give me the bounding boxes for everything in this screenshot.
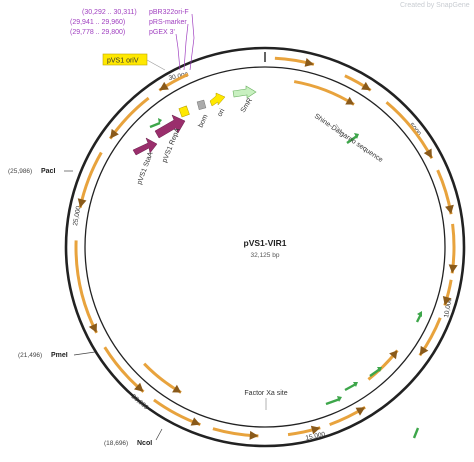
green-cds-arrow <box>412 427 420 439</box>
orf-arc <box>293 80 355 106</box>
tick-label-10000: 10,000 <box>443 297 453 318</box>
green-cds-arrows <box>149 118 423 439</box>
watermark: Created by SnapGene <box>400 2 470 9</box>
orf-arrowhead <box>445 204 454 215</box>
factor-xa-label: Factor Xa site <box>244 390 287 397</box>
primer-1-coords: (30,292 .. 30,311) <box>82 9 137 16</box>
green-cds-arrowhead <box>354 133 359 139</box>
orf-arrowhead <box>249 430 259 440</box>
orf-arrowhead <box>419 345 429 356</box>
tick-label-30000: 30,000 <box>168 72 189 82</box>
orf-arrowhead <box>310 425 321 435</box>
shine-dalgarno-label: Shine-Dalgarno sequence <box>313 113 384 164</box>
shine-dalgarno-leader <box>335 123 344 135</box>
oriv-label: pVS1 oriV <box>107 58 139 65</box>
site-ncoi-coord: (18,696) <box>104 440 128 447</box>
orf-arc <box>74 240 98 334</box>
ori-label: ori <box>217 107 227 118</box>
pvs1-staa-arrow <box>132 137 158 156</box>
pvs1-staa-label: pVS1 StaA <box>136 151 154 186</box>
primer-3-leader <box>175 33 181 71</box>
orf-arrowhead <box>442 295 452 306</box>
orf-arrowhead <box>448 264 458 274</box>
green-cds-arrowhead <box>337 396 342 402</box>
oriv-box <box>178 105 190 118</box>
backbone-inner <box>84 66 446 428</box>
orf-arrowhead <box>172 384 181 393</box>
orf-arrowhead <box>345 96 355 105</box>
orf-arrowhead <box>190 417 201 426</box>
bom-label: bom <box>197 113 209 128</box>
site-pmei-coord: (21,496) <box>18 352 42 359</box>
ori-arrow <box>209 92 226 107</box>
orf-arrowhead <box>423 148 432 159</box>
backbone-outer <box>64 46 466 448</box>
primer-3-coords: (29,778 .. 29,800) <box>70 29 125 36</box>
green-cds-arrowhead <box>158 118 162 124</box>
orf-arrowhead <box>389 350 398 360</box>
orf-arrows <box>74 56 458 440</box>
green-cds-arrowhead <box>353 382 358 387</box>
oriv-label-box <box>102 53 148 66</box>
tick-label-15000: 15,000 <box>305 431 326 442</box>
orf-arrowhead <box>159 81 169 91</box>
primer-1-leader <box>189 13 195 71</box>
green-cds-arrow <box>325 397 341 406</box>
site-ncoi-leader <box>155 428 163 441</box>
orf-arrowhead <box>88 323 97 333</box>
smr-arrow <box>232 85 257 99</box>
primer-3-name: pGEX 3' <box>149 29 175 36</box>
orf-arrowhead <box>134 382 144 392</box>
primer-2-leader <box>183 23 189 71</box>
site-paci-coord: (25,986) <box>8 168 32 175</box>
orf-arrowhead <box>304 58 314 67</box>
green-cds-arrowhead <box>377 367 382 372</box>
tick-label-25000: 25,000 <box>72 205 82 226</box>
green-cds-arrow <box>344 382 357 392</box>
primer-2-name: pRS-marker <box>149 19 187 26</box>
orf-arc <box>103 346 145 393</box>
smr-label: SmR <box>240 97 254 114</box>
orf-arrowhead <box>355 407 366 416</box>
green-cds-arrow <box>346 135 358 144</box>
pvs1-repa-arrow <box>154 114 186 139</box>
primer-1-name: pBR322ori-F <box>149 9 189 16</box>
bom-box <box>196 99 207 110</box>
site-ncoi-name: NcoI <box>137 440 152 447</box>
green-cds-arrowhead <box>417 311 422 317</box>
orf-arrowhead <box>361 81 371 91</box>
site-paci-name: PacI <box>41 168 55 175</box>
oriv-leader <box>146 59 166 71</box>
primer-2-coords: (29,941 .. 29,960) <box>70 19 125 26</box>
plasmid-name: pVS1-VIR1 <box>244 238 287 248</box>
orf-arrowhead <box>110 128 119 139</box>
orf-arrowhead <box>77 198 87 208</box>
site-pmei-leader <box>73 351 96 356</box>
green-cds-arrow <box>149 121 161 129</box>
plasmid-length: 32,125 bp <box>251 252 280 259</box>
site-pmei-name: PmeI <box>51 352 68 359</box>
green-cds-arrow <box>369 368 381 377</box>
tick-label-20000: 20,000 <box>130 393 150 411</box>
